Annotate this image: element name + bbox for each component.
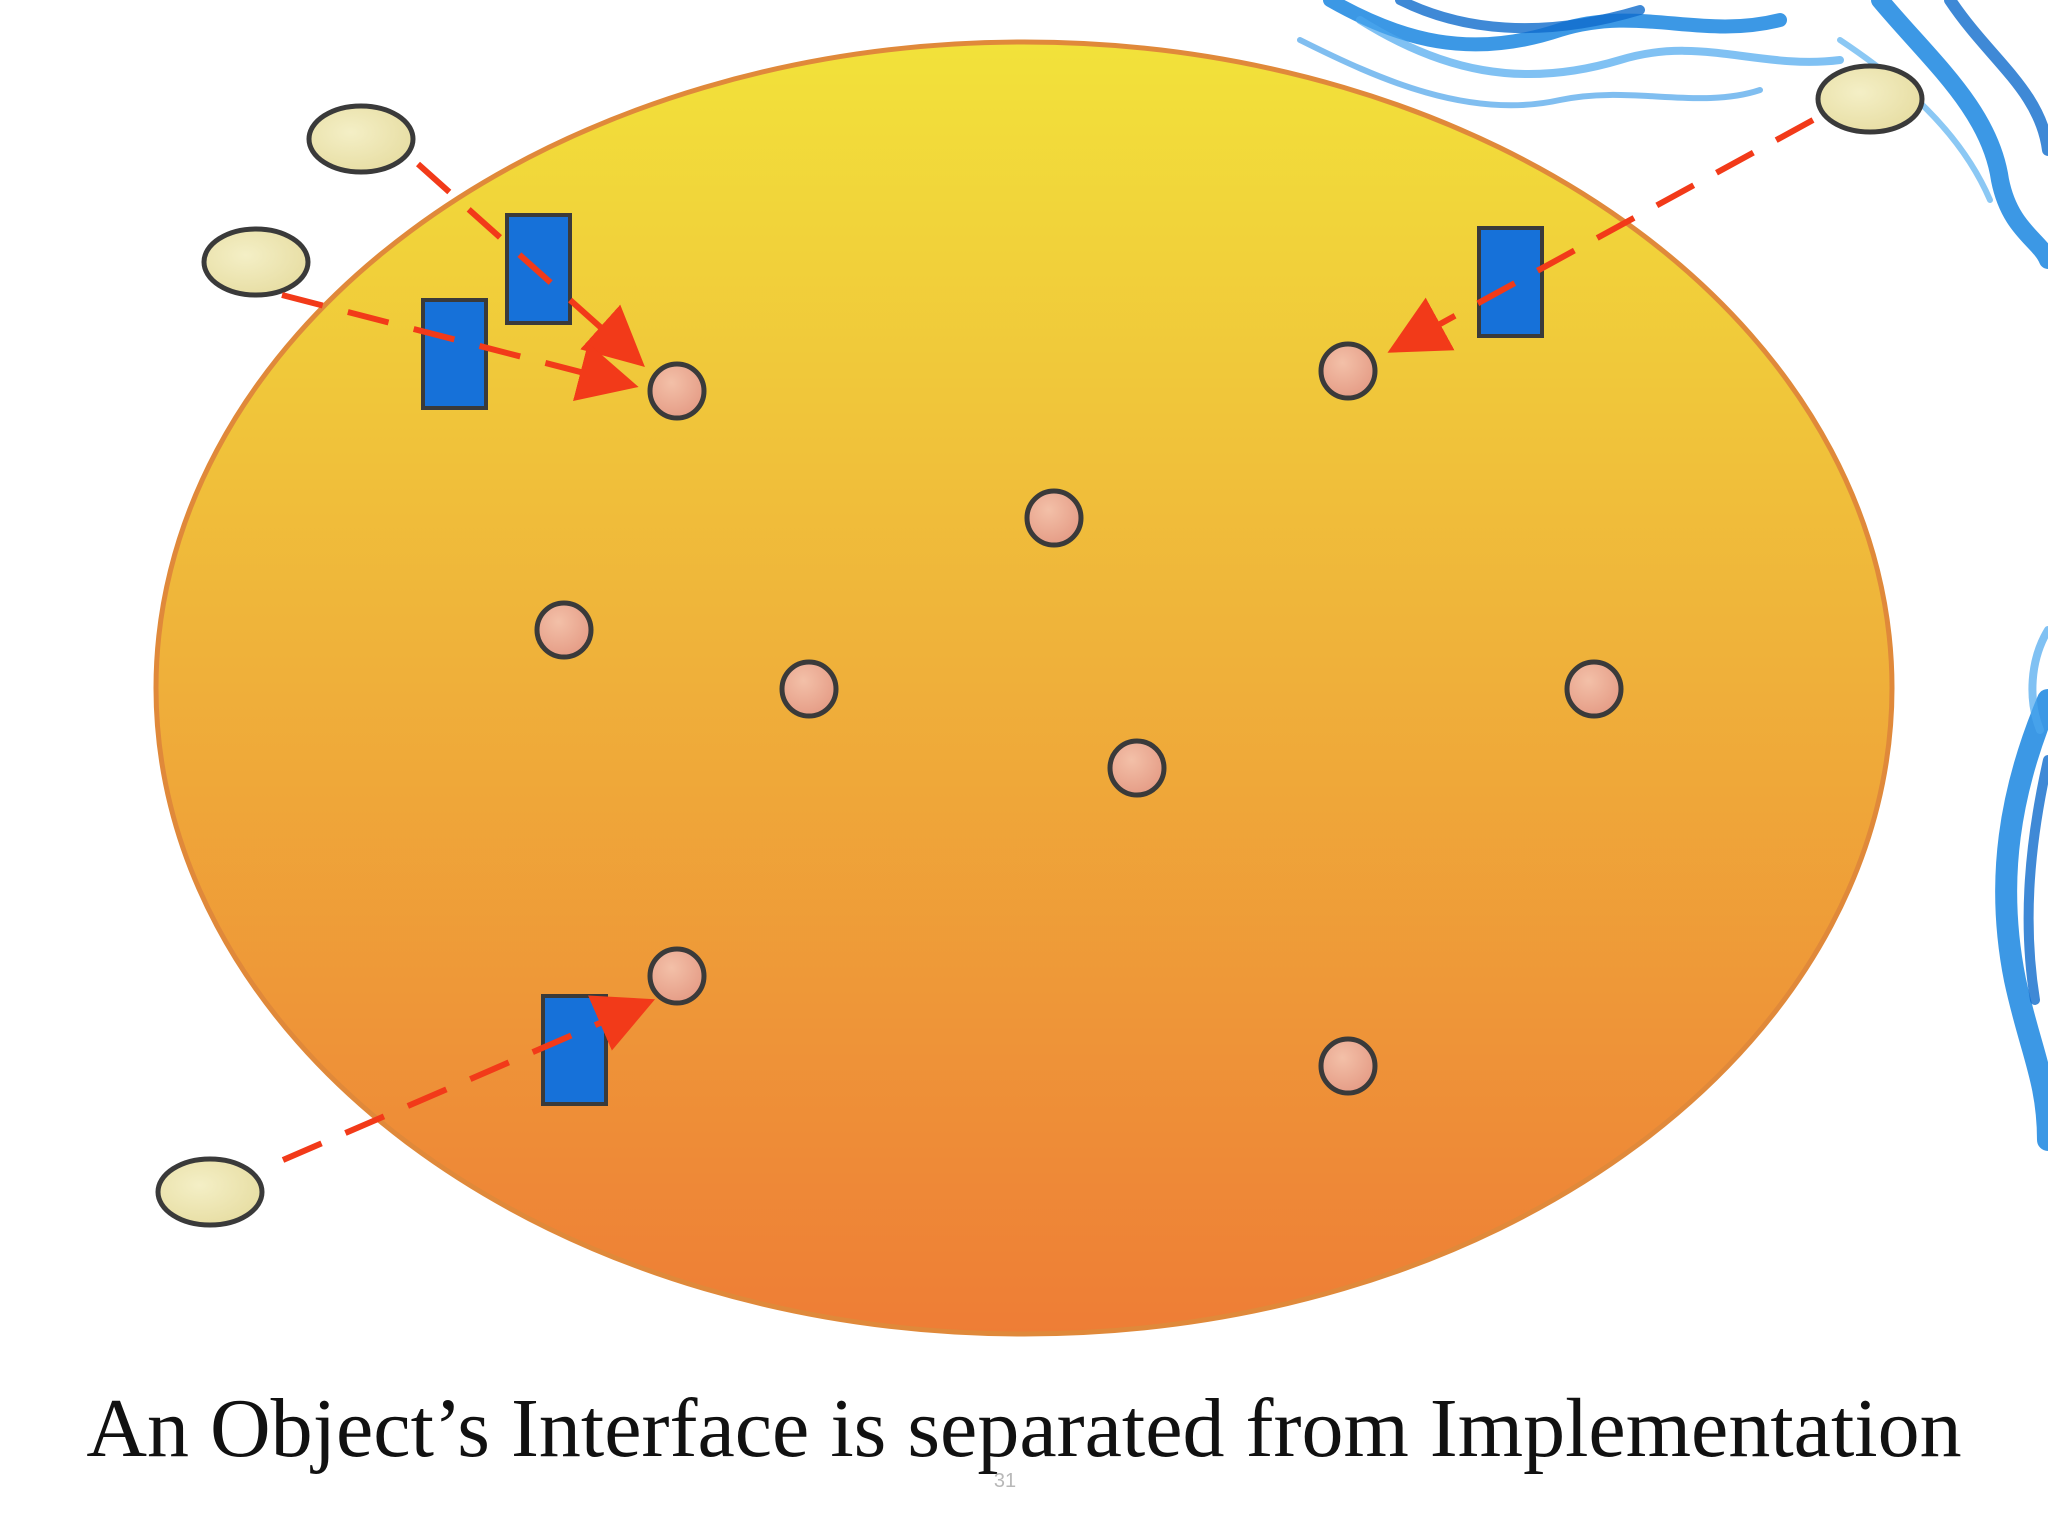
message-arrow	[281, 292, 639, 402]
implementation-objects	[534, 341, 1624, 1096]
client-ellipse	[201, 226, 311, 298]
interface-box	[541, 994, 608, 1106]
client-ellipse	[306, 103, 416, 175]
object-circle	[647, 361, 707, 421]
message-arrows	[281, 117, 1815, 1163]
object-circle	[647, 946, 707, 1006]
object-circle	[1564, 659, 1624, 719]
message-arrow	[415, 161, 645, 368]
client-ellipse	[1815, 63, 1925, 135]
page-number: 31	[993, 1470, 1017, 1492]
object-circle	[1107, 738, 1167, 798]
system-boundary	[153, 39, 1895, 1337]
interface-box	[1477, 226, 1544, 338]
client-objects	[155, 63, 1925, 1228]
client-ellipse	[155, 1156, 265, 1228]
object-circle	[534, 600, 594, 660]
smoke-decoration	[1297, 0, 2048, 1151]
object-circle	[1318, 1036, 1378, 1096]
interface-box	[505, 213, 572, 325]
object-circle	[779, 659, 839, 719]
object-circle	[1318, 341, 1378, 401]
object-circle	[1024, 488, 1084, 548]
slide-caption: An Object’s Interface is separated from …	[86, 1382, 1962, 1475]
interface-box	[421, 298, 488, 410]
message-arrow	[1387, 117, 1815, 353]
